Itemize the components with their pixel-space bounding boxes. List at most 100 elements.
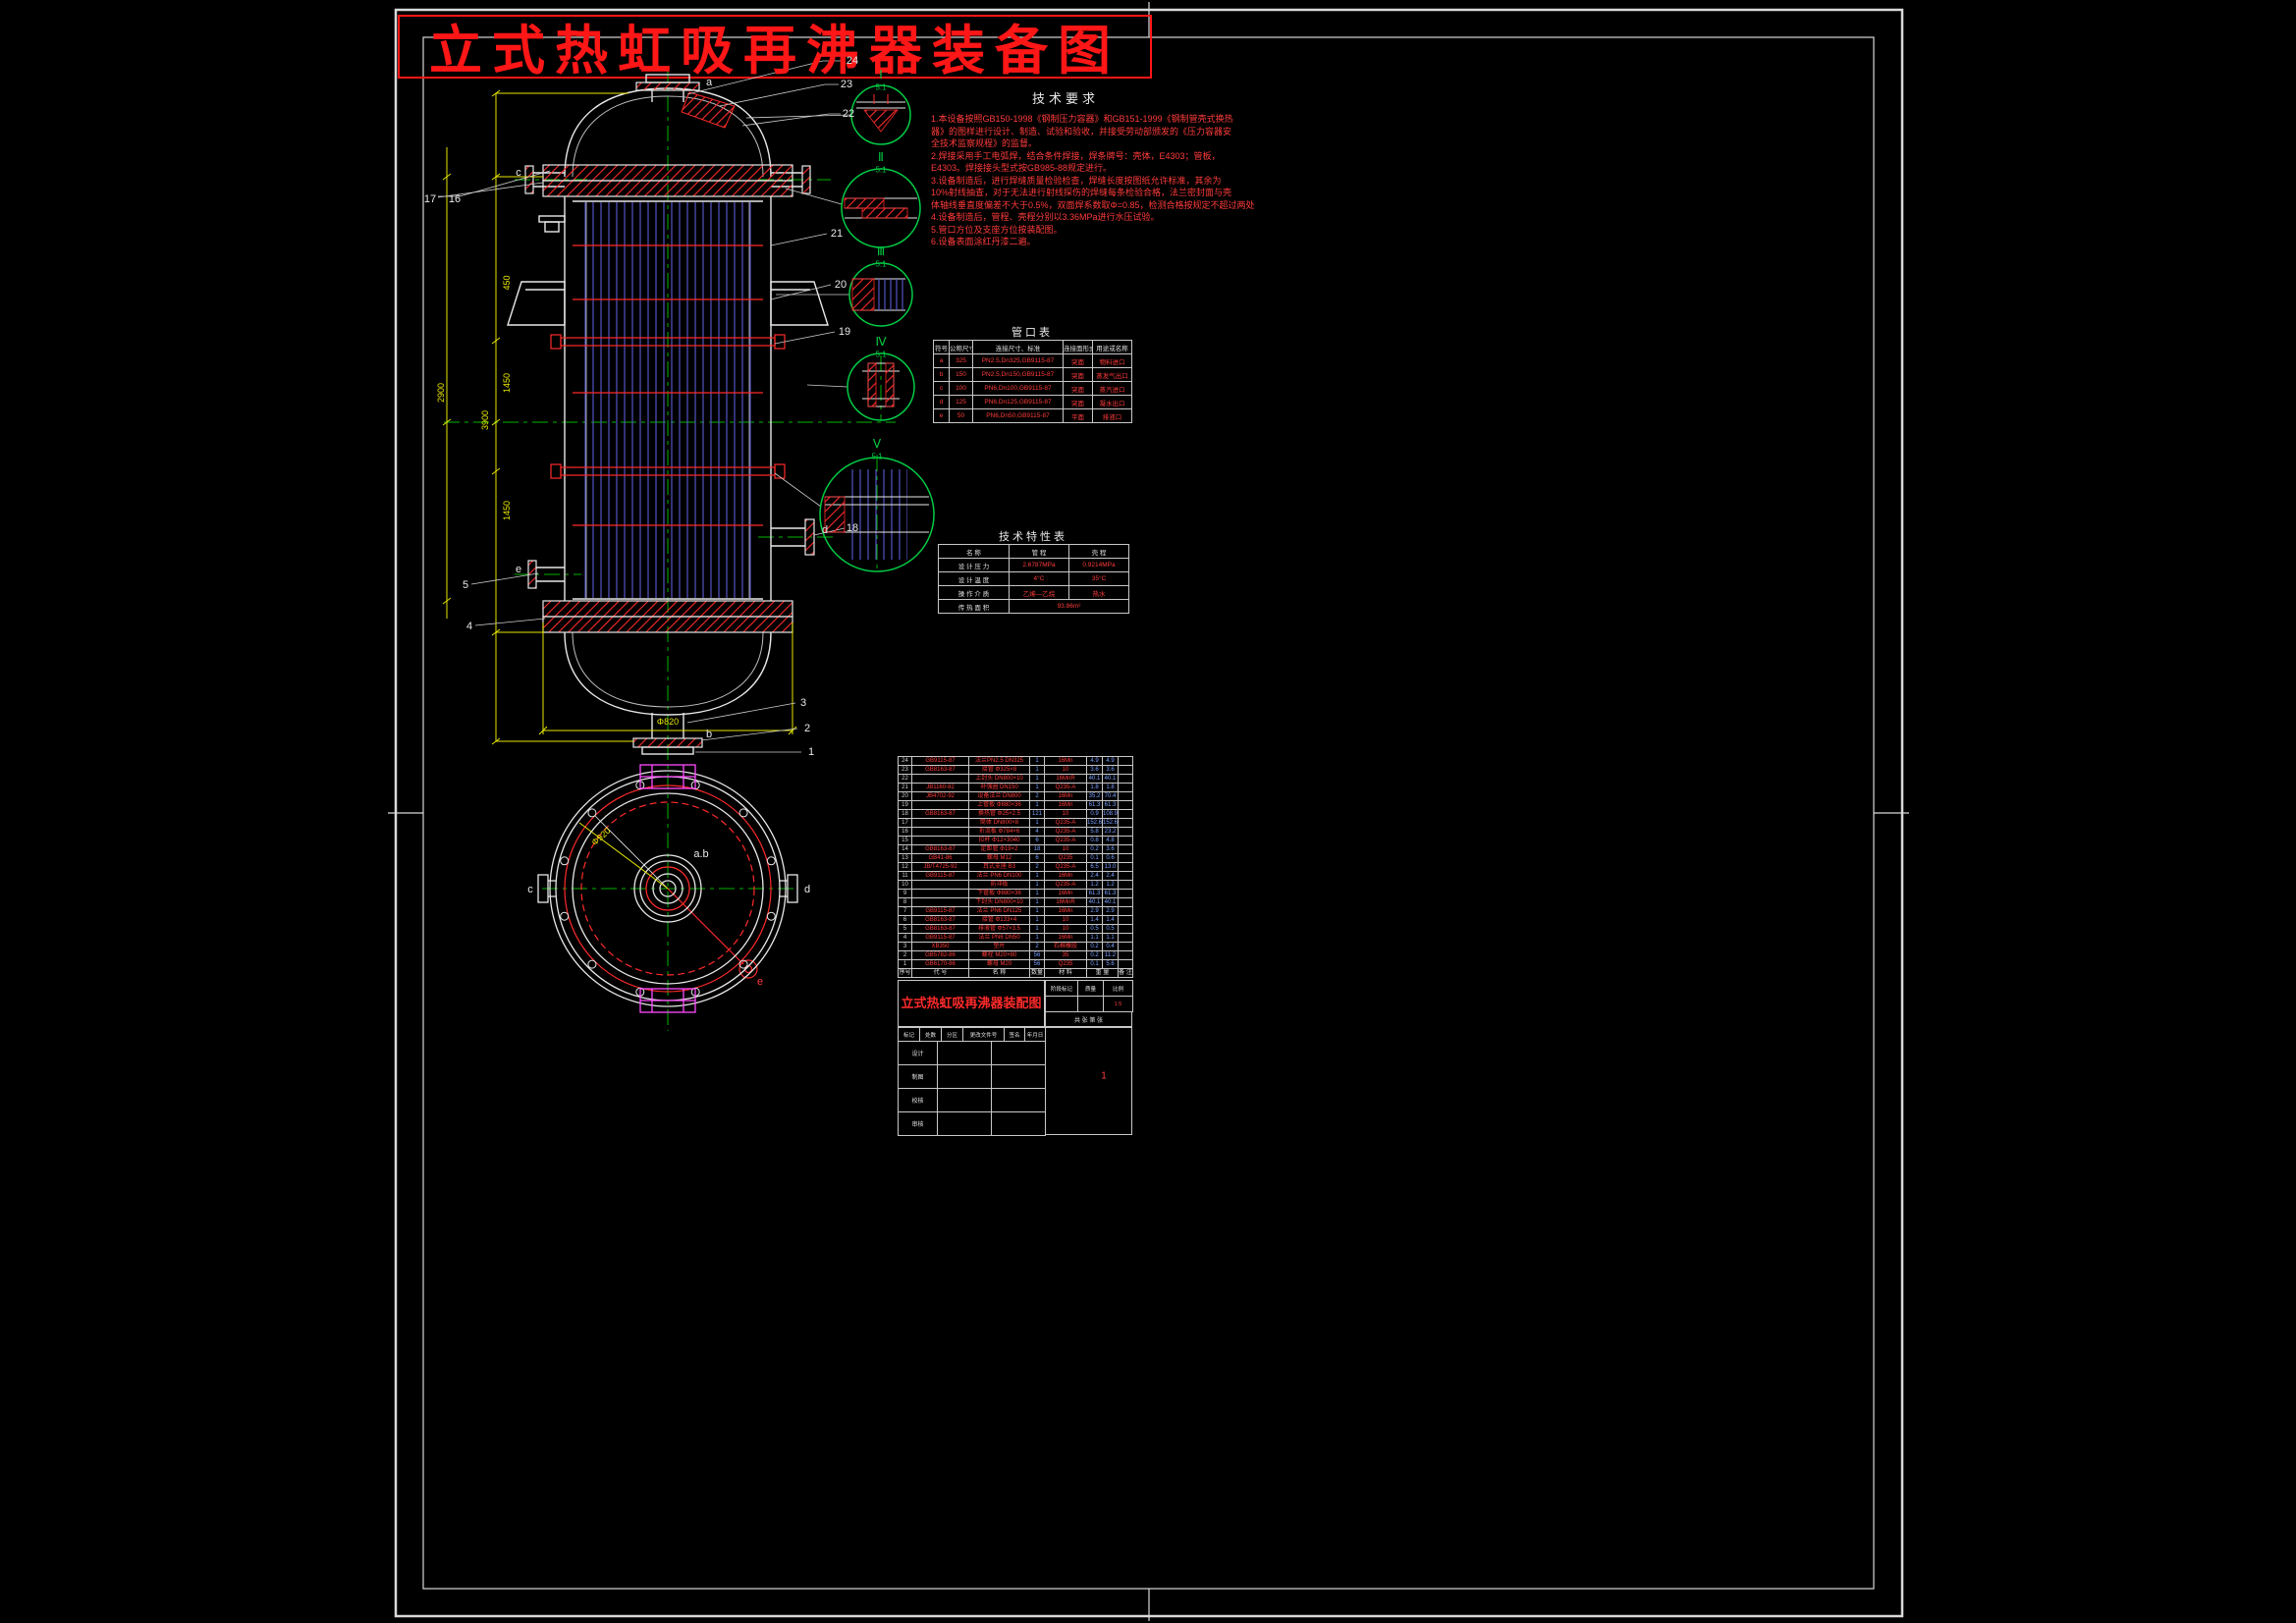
annotation-label: 5:1 [875, 165, 887, 175]
technical-requirements-text: 1.本设备按照GB150-1998《钢制压力容器》和GB151-1999《钢制管… [931, 113, 1255, 248]
annotation-label: c [527, 884, 533, 895]
table-row: 设计 [898, 1041, 1046, 1065]
annotation-label: Ⅴ [872, 437, 882, 451]
technical-requirement-line: E4303。焊接接头型式按GB985-88规定进行。 [931, 163, 1113, 173]
detail1-red-lines [873, 94, 889, 104]
vessel-inner-wall [572, 95, 764, 708]
detail3-tubes [878, 279, 903, 310]
bolt-hole [560, 911, 570, 921]
bolt-hole [587, 808, 597, 818]
technical-requirements: 技术要求 1.本设备按照GB150-1998《钢制压力容器》和GB151-199… [931, 88, 1255, 248]
annotation-label: Ⅲ [876, 244, 886, 258]
technical-requirement-line: 6.设备表面涂红丹漆二遍。 [931, 237, 1036, 246]
annotation-label: d [821, 524, 829, 536]
table-row: 审核 [898, 1111, 1046, 1136]
nozzle-table-header: 符号 公称尺寸 连接尺寸、标准 连接面形式 用途或名称 [933, 340, 1132, 354]
bolt-hole [738, 959, 748, 969]
title-block-stage-table: 阶段标记 质量 比例 1:5 [1045, 980, 1133, 1012]
annotation-label: Φ920 [589, 825, 613, 848]
annotation-label: b [705, 729, 713, 740]
bolt-hole [738, 808, 748, 818]
title-block: 立式热虹吸再沸器装配图 阶段标记 质量 比例 1:5 共 张 第 张 标记处数分… [898, 980, 1133, 1136]
technical-requirement-line: 3.设备制造后，进行焊缝质量检验检查，焊缝长度按图纸允许标准，其余为 [931, 175, 1222, 186]
detail-circles [819, 84, 935, 572]
table-row: 制图 [898, 1064, 1046, 1089]
annotation-label: 17 [423, 193, 437, 205]
technical-requirement-line: 10%射线抽查，对于无法进行射线探伤的焊缝每条检验合格，法兰密封面与壳 [931, 188, 1232, 197]
tube-bundle [580, 202, 755, 598]
table-row: 标记处数分区更改文件号签名年月日 [898, 1027, 1046, 1042]
bolt-hole [766, 856, 776, 866]
technical-requirement-line: 4.设备制造后，管程、壳程分别以3.36MPa进行水压试验。 [931, 212, 1160, 222]
annotation-label: e [515, 564, 522, 575]
annotation-label: 20 [834, 279, 847, 291]
table-row: 校核 [898, 1088, 1046, 1112]
bolt-hole [587, 959, 597, 969]
title-block-signature-table: 设计制图校核审核 [898, 1041, 1046, 1136]
technical-requirement-line: 5.管口方位及支座方位按装配图。 [931, 224, 1063, 235]
annotation-label: 1 [807, 746, 815, 758]
annotation-label: 450 [502, 275, 512, 291]
annotation-label: 5:1 [875, 350, 887, 359]
annotation-label: 19 [838, 326, 851, 338]
annotation-label: 4 [465, 621, 473, 632]
annotation-label: 2 [803, 723, 811, 734]
technical-requirement-line: 体轴线垂直度偏差不大于0.5%，双面焊系数取Φ=0.85，检测合格按规定不超过两… [931, 199, 1255, 210]
title-block-revision-strip: 标记处数分区更改文件号签名年月日 [898, 1027, 1046, 1042]
annotation-label: 1450 [502, 372, 512, 394]
spec-table-title: 技术特性表 [999, 531, 1067, 543]
annotation-label: 18 [846, 522, 859, 534]
annotation-label: 1450 [502, 500, 512, 521]
annotation-label: 16 [448, 193, 462, 205]
title-block-sheet-count: 共 张 第 张 [1045, 1011, 1132, 1027]
annotation-label: Φ820 [656, 717, 680, 727]
flange-hatch [524, 81, 815, 748]
dimension-lines [442, 89, 797, 890]
annotation-label: Ⅰ [879, 68, 883, 81]
annotation-label: d [803, 884, 811, 895]
detail5-tubes [847, 469, 907, 560]
annotation-label: 24 [846, 55, 859, 67]
annotation-label: 5:1 [871, 452, 883, 461]
technical-requirement-line: 1.本设备按照GB150-1998《钢制压力容器》和GB151-1999《钢制管… [931, 114, 1233, 124]
annotation-label: 2900 [436, 382, 446, 404]
bolt-hole [766, 911, 776, 921]
red-internals [550, 244, 786, 993]
annotation-label: 23 [840, 79, 853, 90]
annotation-label: Ⅱ [878, 150, 884, 164]
annotation-label: 3 [799, 697, 807, 709]
annotation-label: e [756, 976, 764, 988]
annotation-label: c [516, 167, 521, 179]
annotation-label: 22 [842, 108, 855, 120]
annotation-label: 3900 [480, 409, 490, 431]
title-block-drawing-name: 立式热虹吸再沸器装配图 [898, 980, 1045, 1027]
bolt-hole [560, 856, 570, 866]
head-section-hatch [681, 91, 736, 129]
nozzle-table-title: 管口表 [1011, 327, 1053, 339]
drawing-main-title: 立式热虹吸再沸器装备图 [429, 21, 1121, 81]
title-frame [398, 15, 1152, 79]
title-block-org-cell [1045, 1027, 1132, 1135]
technical-requirement-line: 2.焊接采用手工电弧焊，结合条件焊接，焊条牌号：壳体，E4303；管板， [931, 150, 1221, 161]
bom-header-row: 序号 代 号 名 称 数量 材 料 重 量 备 注 [898, 968, 1133, 978]
annotation-label: a [705, 77, 713, 88]
annotation-label: 5:1 [875, 259, 887, 269]
annotation-label: Ⅳ [875, 335, 887, 349]
annotation-label: 1 [1101, 1070, 1107, 1082]
detail-hatch [824, 109, 908, 533]
